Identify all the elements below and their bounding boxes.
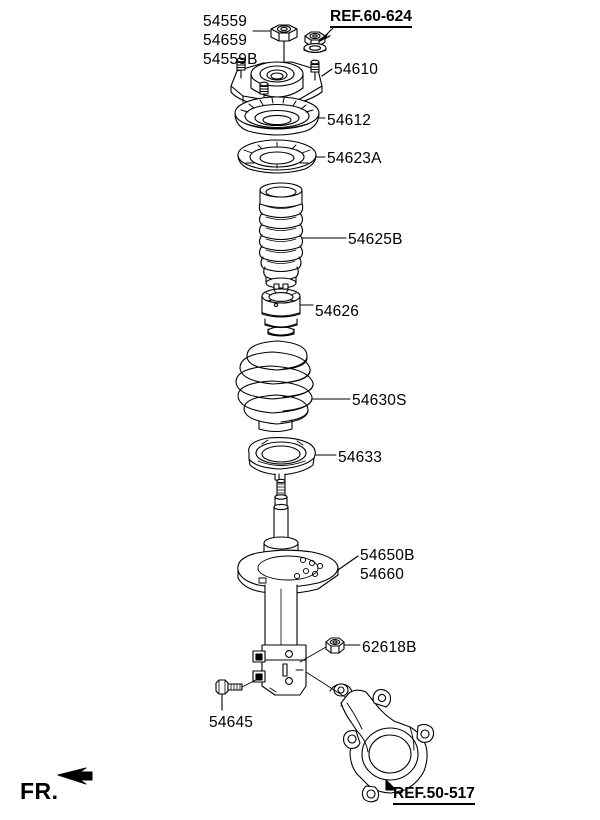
part-number-54630S: 54630S xyxy=(352,392,407,409)
strut-assembly-part xyxy=(237,478,339,696)
part-number-54633: 54633 xyxy=(338,449,383,466)
bump-stop-part xyxy=(261,288,301,337)
part-number-54650B: 54650B xyxy=(360,547,415,564)
part-number-54659: 54659 xyxy=(203,32,248,49)
lower-spring-seat-part xyxy=(248,437,316,481)
part-number-54623A: 54623A xyxy=(327,150,382,167)
front-direction-arrow xyxy=(57,767,93,785)
front-direction-label: FR. xyxy=(20,778,59,804)
coil-spring-part xyxy=(235,340,314,433)
reference-50-517[interactable]: REF.50-517 xyxy=(393,785,475,805)
part-number-54645: 54645 xyxy=(209,714,254,731)
upper-spring-seat-part xyxy=(237,139,317,174)
strut-mount-nut-labels: 54559 54659 54559B xyxy=(203,12,258,69)
ref-50-517-arrow xyxy=(385,779,397,791)
reference-60-624[interactable]: REF.60-624 xyxy=(330,8,412,28)
steering-knuckle-part xyxy=(329,683,435,803)
strut-mount-part xyxy=(230,57,323,108)
nut-assembly-line xyxy=(299,646,327,663)
strut-bearing-part xyxy=(234,96,320,136)
strut-assembly-labels: 54650B 54660 xyxy=(360,546,415,584)
part-number-54610: 54610 xyxy=(334,61,379,78)
dust-boot-part xyxy=(258,182,304,290)
part-number-54559: 54559 xyxy=(203,13,248,30)
leader-54610 xyxy=(321,68,333,77)
leader-54650B xyxy=(337,555,359,571)
strut-bolt-part xyxy=(215,678,259,711)
part-number-54625B: 54625B xyxy=(348,231,403,248)
part-number-54626: 54626 xyxy=(315,303,360,320)
ref-60-624-arrow xyxy=(319,27,334,42)
strut-bracket-nut-part xyxy=(325,637,345,654)
part-number-62618B: 62618B xyxy=(362,639,417,656)
part-number-54612: 54612 xyxy=(327,112,372,129)
flange-nut-part xyxy=(303,31,327,54)
knuckle-assembly-line xyxy=(305,671,346,698)
part-number-54660: 54660 xyxy=(360,566,405,583)
part-number-54559B: 54559B xyxy=(203,51,258,68)
